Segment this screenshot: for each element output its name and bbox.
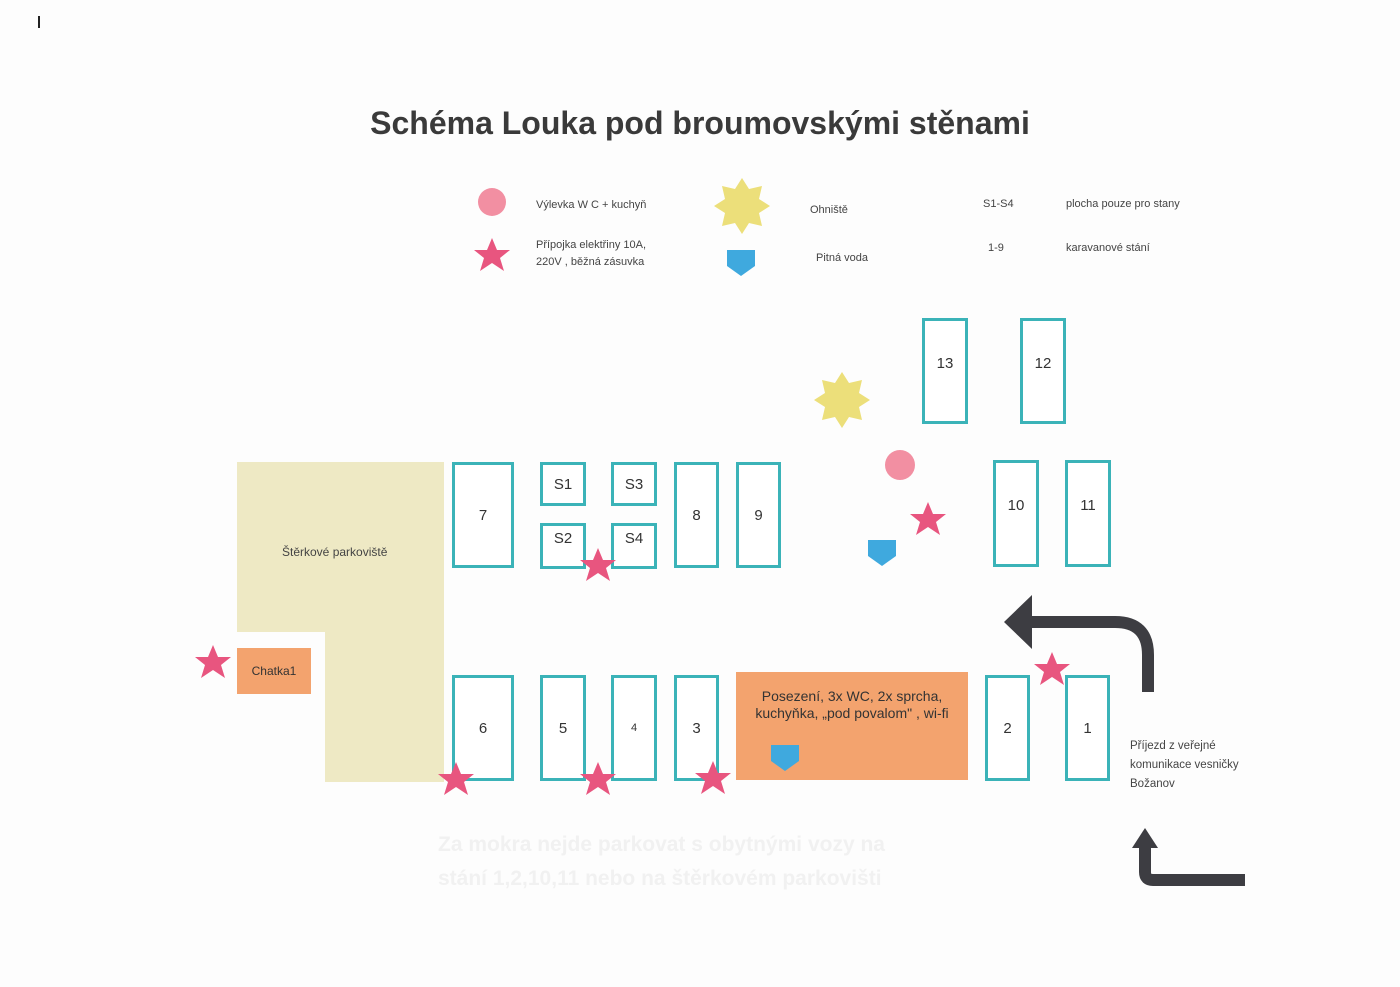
entrance-line: Božanov <box>1130 778 1175 790</box>
legend-electricity-line2: 220V , běžná zásuvka <box>536 256 645 268</box>
legend-electricity: Přípojka elektřiny 10A, 220V , běžná zásu… <box>536 237 646 271</box>
faded-note: Za mokra nejde parkovat s obytnými vozy … <box>438 828 908 896</box>
wc-circle-icon <box>885 450 915 480</box>
plot-12[interactable]: 12 <box>1020 318 1066 424</box>
plot-s1[interactable]: S1 <box>540 462 586 506</box>
legend-fire: Ohniště <box>810 204 848 216</box>
plot-9[interactable]: 9 <box>736 462 781 568</box>
legend-wc: Výlevka W C + kuchyň <box>536 199 647 211</box>
electricity-star-icon <box>910 502 946 535</box>
scan-mark <box>38 16 40 28</box>
plot-1[interactable]: 1 <box>1065 675 1110 781</box>
plot-s3[interactable]: S3 <box>611 462 657 506</box>
cabin: Chatka1 <box>237 648 311 694</box>
note-text: Za mokra nejde parkovat s obytnými vozy … <box>438 833 885 890</box>
gravel-parking-area-lower <box>325 630 444 782</box>
plot-4[interactable]: 4 <box>611 675 657 781</box>
arrow-head-icon <box>1132 828 1158 848</box>
page-title: Schéma Louka pod broumovskými stěnami <box>370 105 1030 141</box>
parking-label: Štěrkové parkoviště <box>282 545 388 559</box>
fire-sun-icon <box>814 372 870 428</box>
electricity-star-icon <box>474 238 510 271</box>
plot-2[interactable]: 2 <box>985 675 1030 781</box>
plot-3[interactable]: 3 <box>674 675 719 781</box>
arrow-head-icon <box>1004 595 1032 649</box>
arrow-entrance-lower <box>1139 840 1245 886</box>
cabin-label: Chatka1 <box>251 664 297 678</box>
facilities-label: Posezení, 3x WC, 2x sprcha, kuchyňka, „p… <box>755 688 949 721</box>
water-icon <box>727 250 755 276</box>
plot-10[interactable]: 10 <box>993 460 1039 567</box>
wc-circle-icon <box>478 188 506 216</box>
legend-tents-desc: plocha pouze pro stany <box>1066 198 1180 210</box>
legend-tents-code: S1-S4 <box>983 198 1014 210</box>
water-icon <box>868 540 896 566</box>
plot-s2[interactable]: S2 <box>540 523 586 569</box>
legend-water: Pitná voda <box>816 252 868 264</box>
plot-6[interactable]: 6 <box>452 675 514 781</box>
plot-5[interactable]: 5 <box>540 675 586 781</box>
plot-11[interactable]: 11 <box>1065 460 1111 567</box>
electricity-star-icon <box>195 645 231 678</box>
entrance-label: Příjezd z veřejné komunikace vesničky Bo… <box>1130 737 1239 794</box>
plot-s4[interactable]: S4 <box>611 523 657 569</box>
legend-electricity-line1: Přípojka elektřiny 10A, <box>536 239 647 251</box>
facilities-building: Posezení, 3x WC, 2x sprcha, kuchyňka, „p… <box>736 672 968 780</box>
gravel-parking-area <box>237 462 444 632</box>
plot-13[interactable]: 13 <box>922 318 968 424</box>
entrance-line: komunikace vesničky <box>1130 759 1239 771</box>
plot-8[interactable]: 8 <box>674 462 719 568</box>
plot-7[interactable]: 7 <box>452 462 514 568</box>
legend-caravan-code: 1-9 <box>988 242 1004 254</box>
legend-caravan-desc: karavanové stání <box>1066 242 1150 254</box>
entrance-line: Příjezd z veřejné <box>1130 740 1216 752</box>
fire-sun-icon <box>714 178 770 234</box>
